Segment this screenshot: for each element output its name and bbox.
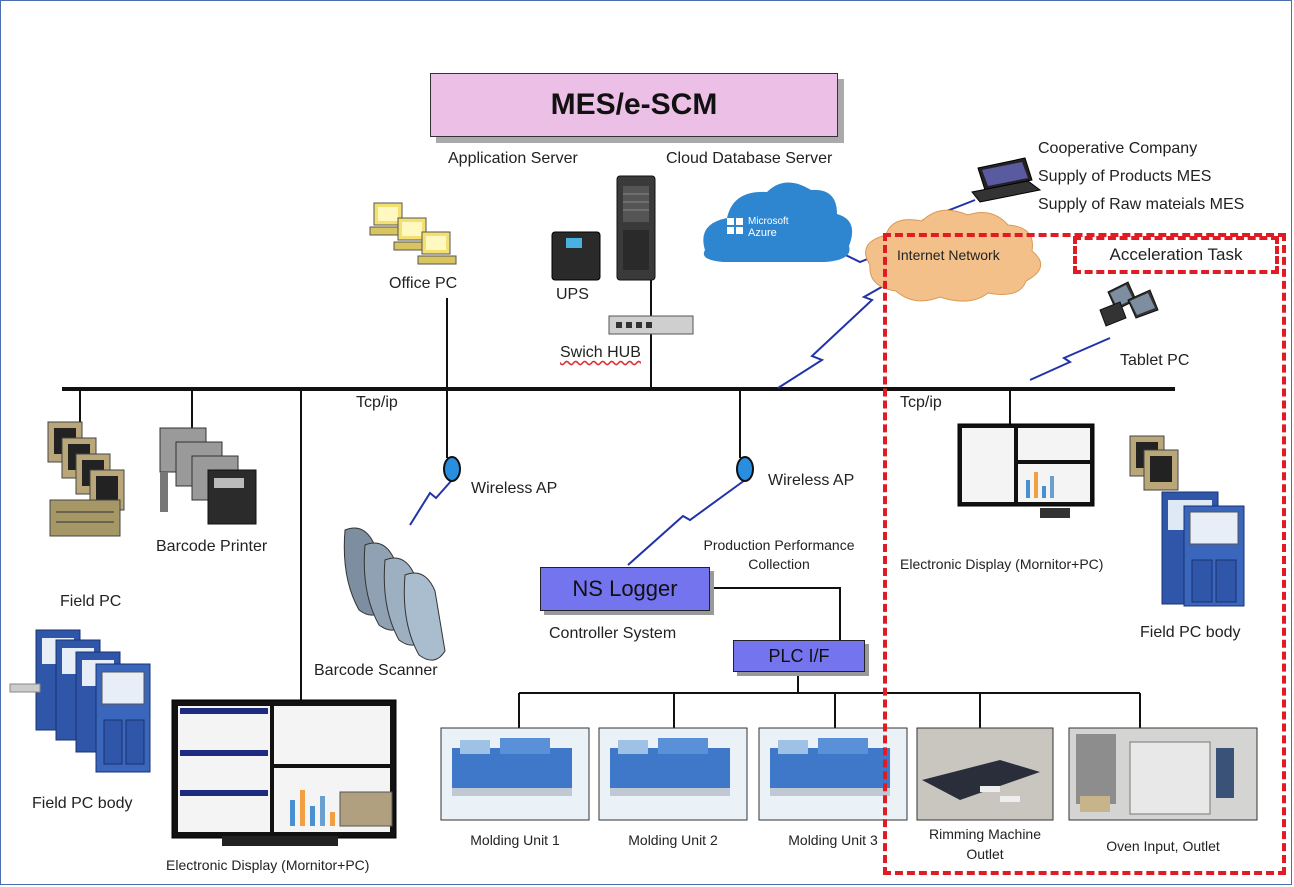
wireless-ap-1-label: Wireless AP	[471, 480, 558, 497]
wireless-ap-icon	[443, 456, 461, 482]
acceleration-task-label: Acceleration Task	[1073, 236, 1279, 274]
application-server-label: Application Server	[448, 150, 578, 167]
scanner-icon	[343, 527, 446, 661]
ups-icon	[551, 231, 601, 281]
field-pc-icon	[47, 421, 125, 537]
barcode-printer-label: Barcode Printer	[156, 538, 268, 555]
switch-hub-text: Swich HUB	[560, 344, 641, 361]
controller-system-label: Controller System	[549, 625, 677, 642]
electronic-display-left-label: Electronic Display (Mornitor+PC)	[166, 857, 370, 873]
wireless-link-tablet	[1029, 337, 1111, 381]
unit-3-label: Molding Unit 3	[788, 832, 878, 848]
printer-icon	[159, 427, 257, 525]
wireless-ap-2-label: Wireless AP	[768, 472, 855, 489]
production-performance-label: Production Performance	[703, 537, 855, 553]
wireless-ap-icon-2	[736, 456, 754, 482]
wireless-link-internet	[777, 271, 909, 389]
office-pc-label: Office PC	[389, 275, 458, 292]
production-collection-label: Collection	[748, 556, 810, 572]
cloud-icon: Microsoft Azure	[703, 182, 853, 262]
field-pc-label: Field PC	[60, 593, 122, 610]
ns-logger-box: NS Logger	[540, 567, 710, 611]
cabinet-icon	[1129, 435, 1245, 607]
wireless-link-logger	[627, 479, 746, 566]
unit-5-label: Oven Input, Outlet	[1106, 838, 1220, 854]
switch-hub-label: Swich HUB	[560, 344, 641, 362]
mes-escm-box: MES/e-SCM	[430, 73, 838, 137]
computer-icon	[369, 202, 457, 265]
monitor-icon	[957, 423, 1095, 518]
unit-2-label: Molding Unit 2	[628, 832, 718, 848]
wireless-link-scanner	[409, 479, 453, 526]
machine-photo-2	[598, 727, 748, 821]
switch-icon	[608, 315, 694, 335]
machine-photo-5	[1068, 727, 1258, 821]
unit-4-label-line2: Outlet	[966, 846, 1004, 862]
internet-network-label: Internet Network	[897, 247, 1000, 263]
unit-1-label: Molding Unit 1	[470, 832, 560, 848]
azure-logo-line2: Azure	[748, 227, 777, 239]
internet-cloud-icon	[865, 209, 1042, 302]
server-tower-icon	[616, 175, 656, 281]
acceleration-task-region	[883, 233, 1286, 875]
tablet-icon	[1099, 281, 1159, 327]
cabinet-icon-left	[9, 629, 151, 773]
field-pc-body-left-label: Field PC body	[32, 795, 133, 812]
monitor-icon-left	[171, 699, 397, 846]
plc-if-box: PLC I/F	[733, 640, 865, 672]
cloud-database-label: Cloud Database Server	[666, 150, 833, 167]
electronic-display-right-label: Electronic Display (Mornitor+PC)	[900, 556, 1104, 572]
machine-photo-3	[758, 727, 908, 821]
supply-raw-label: Supply of Raw mateials MES	[1038, 196, 1245, 213]
cooperative-company-label: Cooperative Company	[1038, 140, 1198, 157]
azure-logo-line1: Microsoft	[748, 216, 789, 227]
laptop-icon	[971, 157, 1042, 203]
ups-label: UPS	[556, 286, 589, 303]
logger-plc-link	[708, 587, 841, 640]
tcp-ip-right-label: Tcp/ip	[900, 394, 942, 411]
supply-products-label: Supply of Products MES	[1038, 168, 1212, 185]
barcode-scanner-label: Barcode Scanner	[314, 662, 438, 679]
field-pc-body-right-label: Field PC body	[1140, 624, 1241, 641]
tablet-pc-label: Tablet PC	[1120, 352, 1190, 369]
tcp-ip-left-label: Tcp/ip	[356, 394, 398, 411]
machine-photo-1	[440, 727, 590, 821]
unit-4-label: Rimming Machine	[928, 826, 1042, 842]
machine-photo-4	[916, 727, 1054, 821]
